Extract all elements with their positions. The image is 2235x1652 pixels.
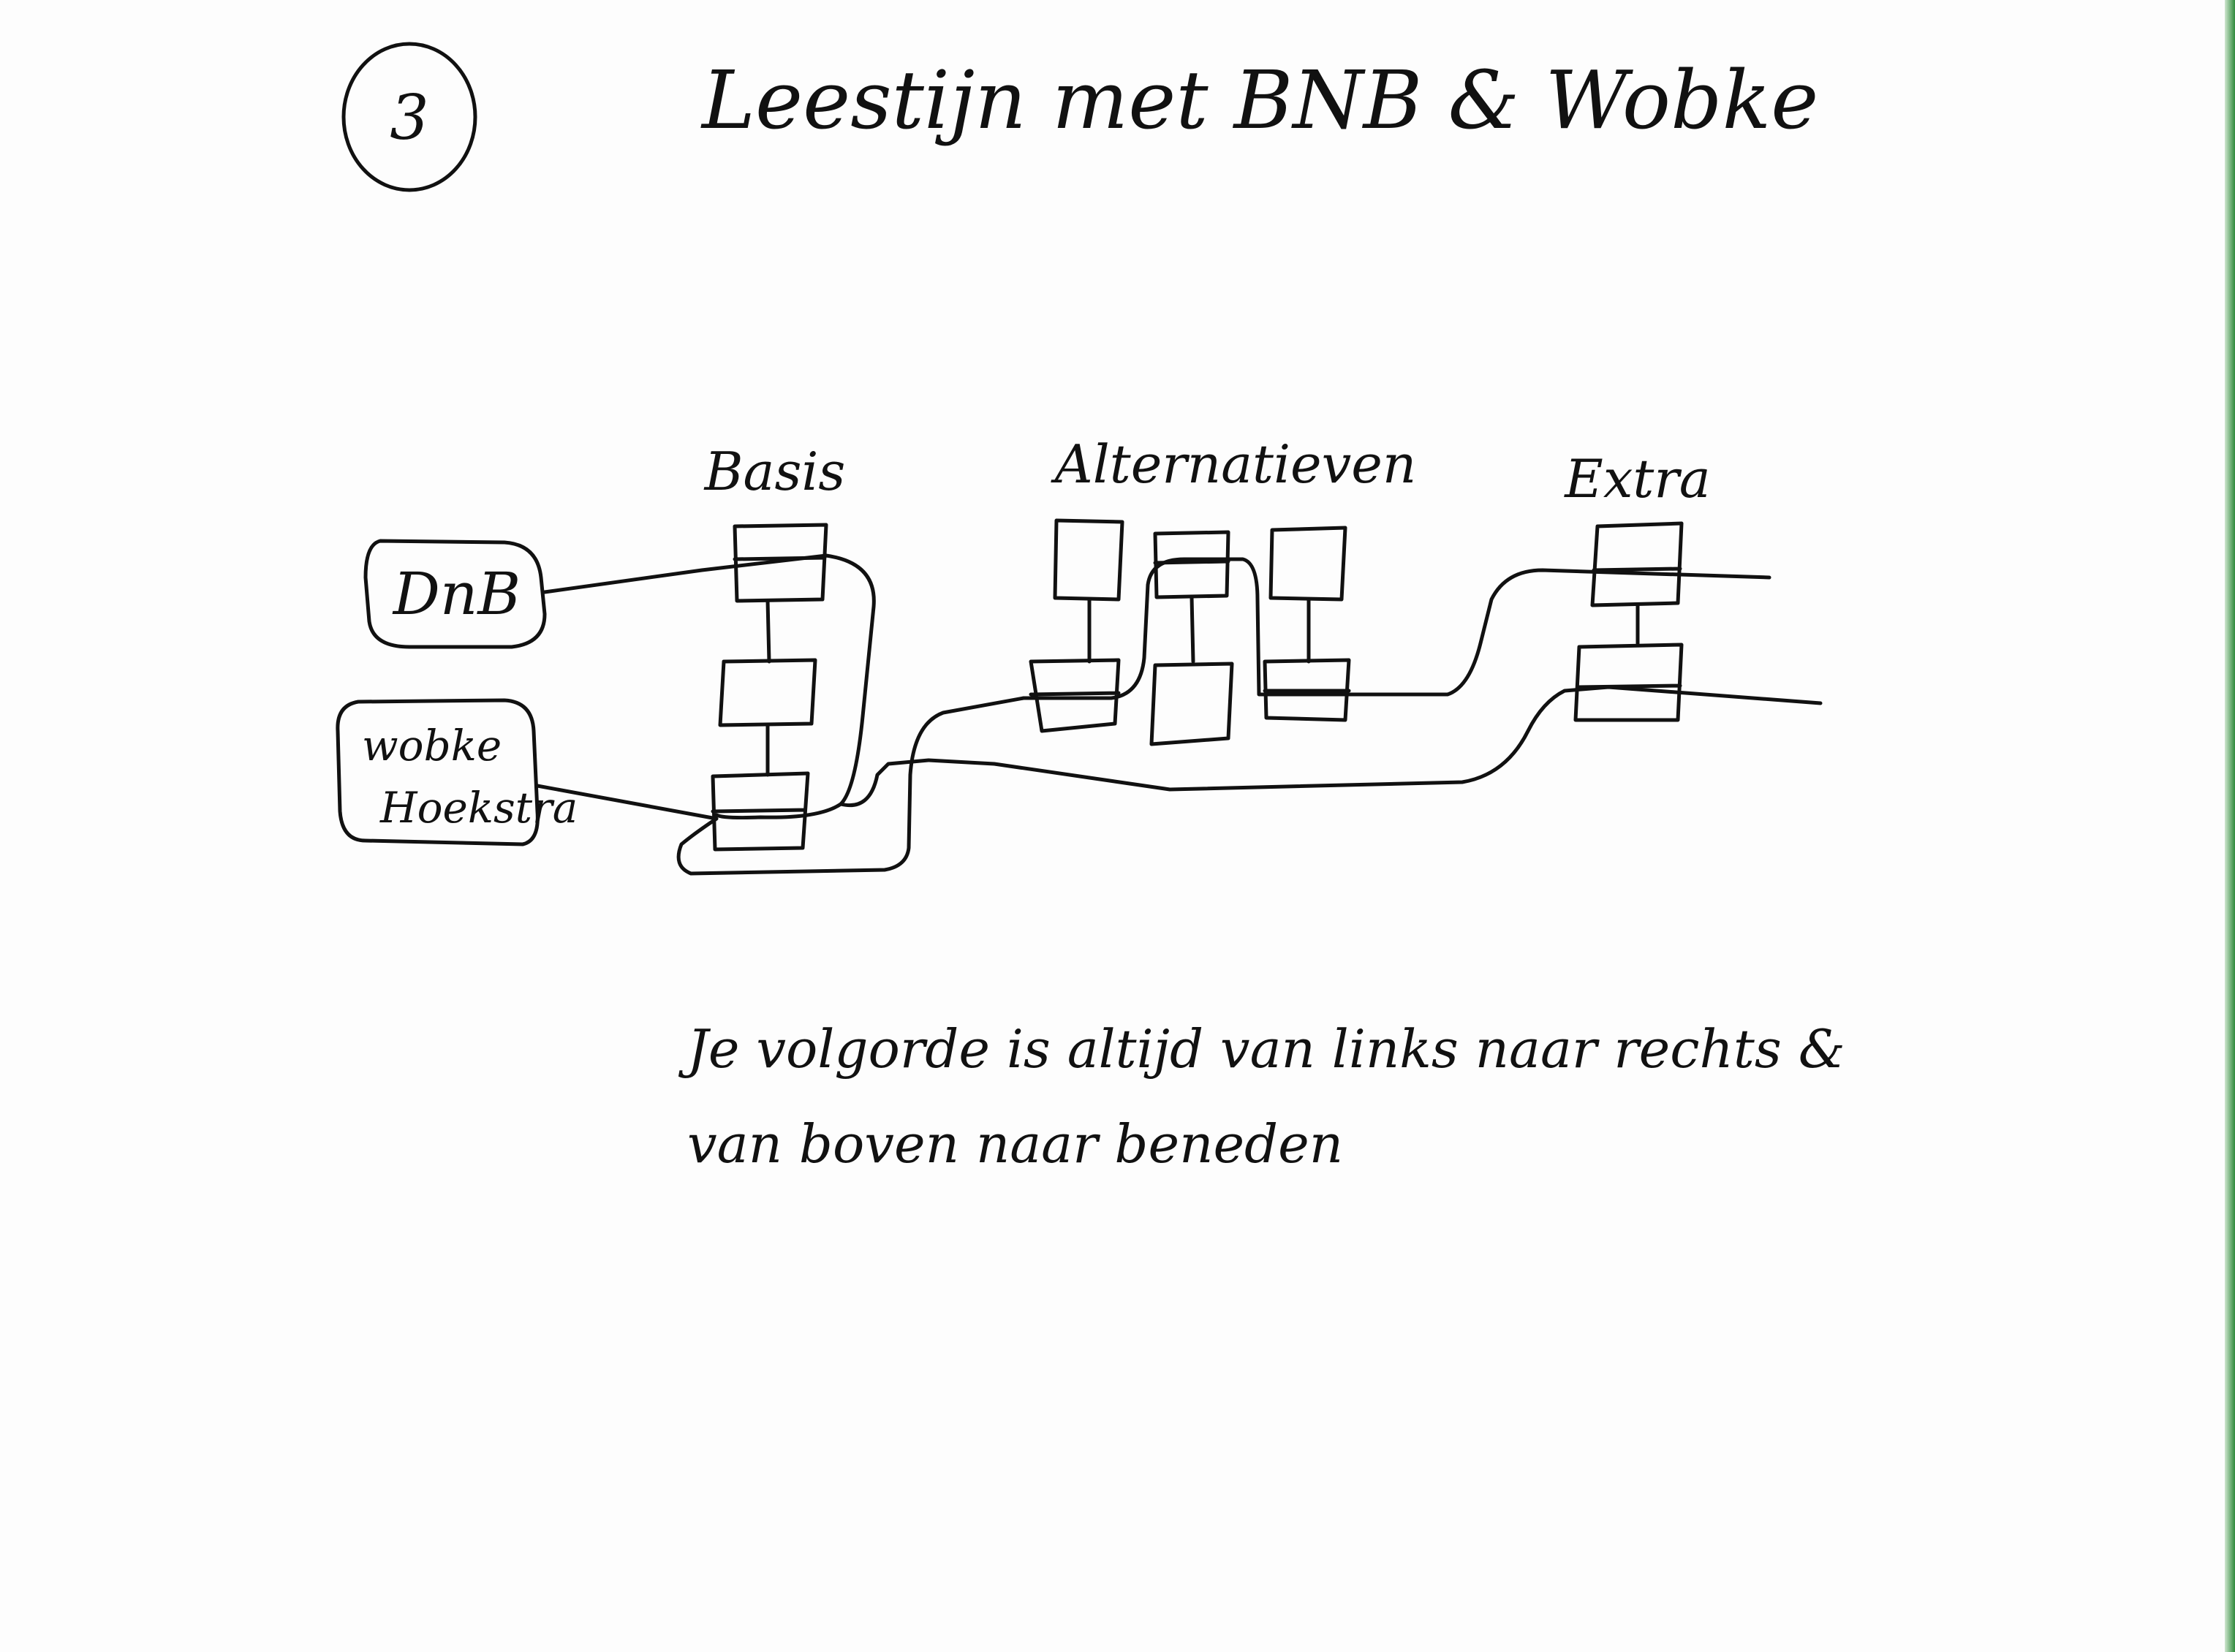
reading-paths [535, 553, 1823, 876]
source-label-wobke-line2: Hoekstra [379, 783, 578, 833]
alt-box-1 [1053, 518, 1124, 602]
extra-box-1 [1590, 521, 1684, 607]
source-box-dnb-outline [363, 539, 547, 649]
basis-connector-1 [765, 599, 771, 664]
basis-box-3 [711, 771, 810, 852]
source-box-dnb: DnB [363, 539, 547, 649]
path-dnb-extra [839, 685, 1823, 808]
alt-box-3 [1153, 530, 1230, 599]
note-line-1: Je volgorde is altijd van links naar rec… [678, 1018, 1845, 1080]
alt-box-2 [1029, 658, 1121, 733]
source-label-wobke-line1: wobke [362, 721, 502, 770]
alt-connector-2 [1190, 595, 1195, 664]
path-wobke [535, 557, 1771, 876]
column-heading-alternatieven: Alternatieven [1051, 433, 1417, 495]
alt-box-6 [1263, 658, 1351, 722]
basis-box-2 [718, 658, 817, 727]
path-dnb-basis [542, 553, 876, 820]
page-number-badge: 3 [341, 42, 477, 192]
basis-column [711, 523, 828, 852]
alternatieven-column [1029, 518, 1351, 746]
column-heading-extra: Extra [1563, 448, 1710, 509]
source-box-wobke-outline [336, 698, 540, 846]
page-number-circle [341, 42, 477, 192]
source-label-dnb: DnB [392, 560, 521, 628]
alt-box-4 [1149, 662, 1234, 746]
green-edge-strip [2225, 0, 2235, 1652]
column-heading-basis: Basis [703, 441, 846, 502]
note-line-2: van boven naar beneden [687, 1113, 1343, 1175]
extra-box-2 [1573, 643, 1684, 722]
source-box-wobke: wobke Hoekstra [336, 698, 578, 846]
diagram-title: Leestijn met BNB & Wobke [700, 53, 1818, 147]
alt-box-5 [1268, 526, 1347, 602]
page-number-label: 3 [390, 82, 428, 154]
